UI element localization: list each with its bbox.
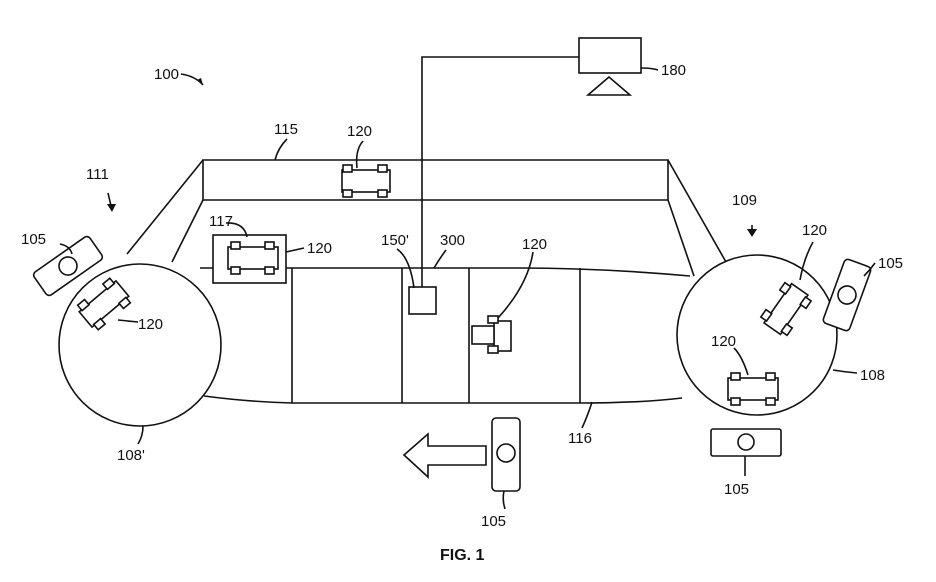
label-system: 100: [154, 66, 179, 83]
label-vehicle-station: 120: [307, 240, 332, 257]
label-zone-left: 111: [86, 166, 109, 183]
label-drum-right: 108: [860, 367, 885, 384]
label-vehicle-mid: 120: [522, 236, 547, 253]
label-vehicle-top: 120: [347, 123, 372, 140]
label-reader-bottom: 105: [481, 513, 506, 530]
label-wire-point: 300: [440, 232, 465, 249]
label-vehicle-right-lower: 120: [711, 333, 736, 350]
label-reader-right-lower: 105: [724, 481, 749, 498]
label-reader-right-upper: 105: [878, 255, 903, 272]
label-upper-track: 115: [274, 121, 298, 138]
reader-right-upper-icon: [822, 258, 872, 331]
reader-bottom-icon: [492, 418, 520, 491]
label-monitor: 180: [661, 62, 686, 79]
signal-wire: [422, 57, 579, 287]
vehicle-right-lower-icon: [728, 373, 778, 405]
figure-caption: FIG. 1: [440, 547, 485, 564]
label-reader-left: 105: [21, 231, 46, 248]
label-drum-left: 108': [117, 447, 145, 464]
label-vehicle-left: 120: [138, 316, 163, 333]
vehicle-mid-icon: [472, 316, 511, 353]
label-vehicle-right-upper: 120: [802, 222, 827, 239]
lower-track: [200, 268, 690, 403]
direction-arrow-icon: [404, 434, 486, 477]
label-zone-right: 109: [732, 192, 757, 209]
vehicle-station-icon: [228, 242, 278, 274]
station-device: [409, 287, 436, 314]
label-lower-track: 116: [568, 430, 592, 447]
label-station-device: 150': [381, 232, 409, 249]
vehicle-top-icon: [342, 165, 390, 197]
reader-right-lower-icon: [711, 429, 781, 456]
monitor-icon: [579, 38, 641, 95]
station-box: [213, 235, 286, 283]
label-station: 117: [209, 213, 233, 230]
left-drum: [59, 264, 221, 426]
